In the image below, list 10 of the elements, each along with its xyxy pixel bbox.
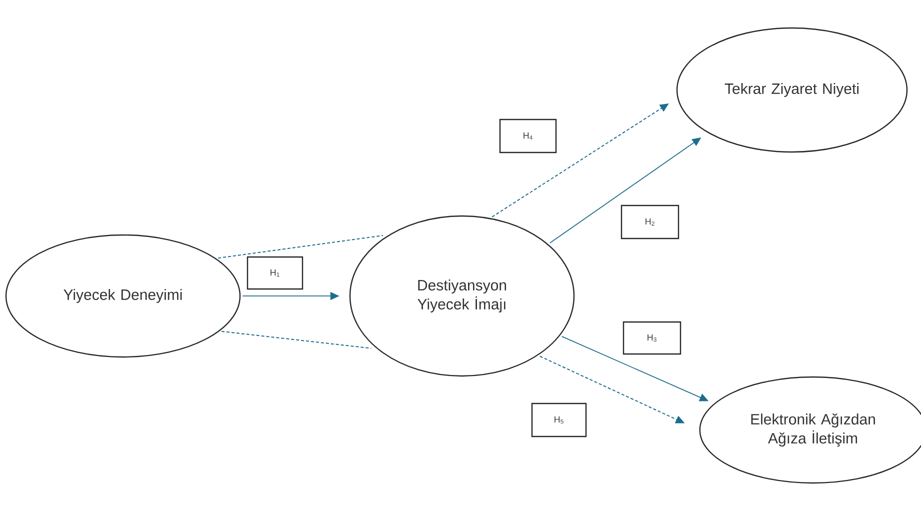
ellipse-node: Yiyecek Deneyimi [5, 234, 241, 358]
hypothesis-box: H$_{1}$ [246, 256, 304, 290]
connector-line [218, 235, 384, 259]
hypothesis-box: H$_{3}$ [622, 321, 682, 355]
hypothesis-box: H$_{5}$ [531, 402, 587, 438]
connector-line [221, 330, 372, 349]
ellipse-node: Tekrar Ziyaret Niyeti [676, 27, 908, 153]
hypothesis-box: H$_{4}$ [499, 118, 557, 154]
hypothesis-box: H$_{2}$ [620, 204, 680, 240]
ellipse-node: Destiyansyon Yiyecek İmajı [349, 215, 575, 377]
